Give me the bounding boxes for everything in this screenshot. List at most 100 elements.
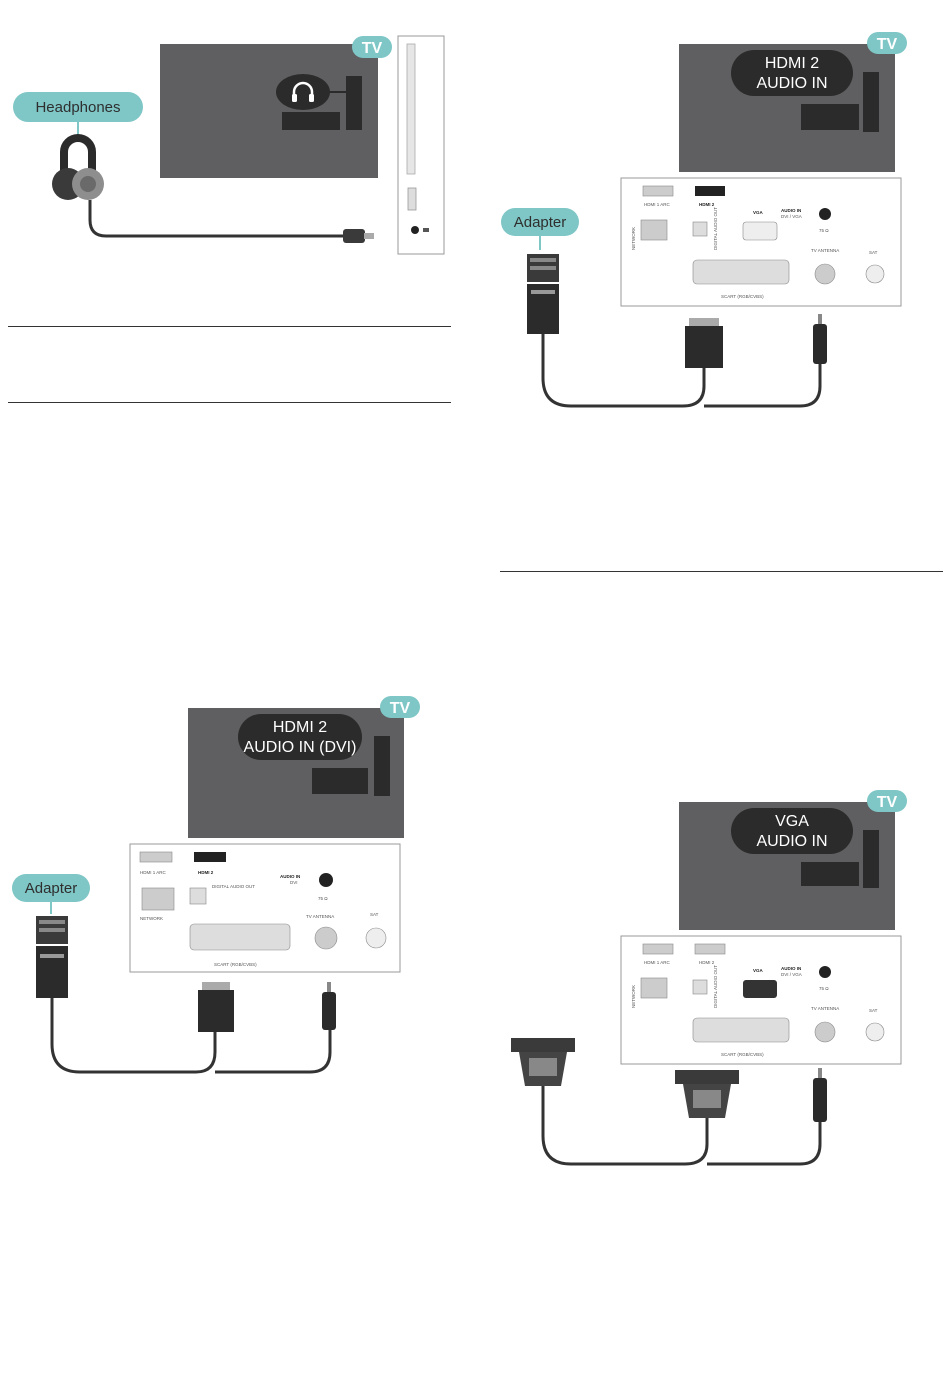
svg-text:AUDIO IN: AUDIO IN xyxy=(781,966,801,971)
adapter-cable xyxy=(50,998,217,1074)
network-port xyxy=(141,887,175,911)
audio-cable xyxy=(707,1122,822,1166)
port-label-bubble: HDMI 2 AUDIO IN (DVI) xyxy=(238,714,362,760)
svg-text:HDMI 1 ARC: HDMI 1 ARC xyxy=(644,960,671,965)
port-label-bubble: VGA AUDIO IN xyxy=(731,808,853,854)
svg-text:TV: TV xyxy=(877,36,898,53)
vga-audio-in-diagram: TV VGA AUDIO IN HDMI 1 ARC HDMI 2 NETWOR… xyxy=(511,790,907,1166)
tv-stand-bar xyxy=(801,104,859,130)
audio-plug xyxy=(813,314,827,364)
vga-port xyxy=(742,221,778,241)
adapter-label: Adapter xyxy=(12,874,90,914)
connector-panel: HDMI 1 ARC HDMI 2 NETWORK DIGITAL AUDIO … xyxy=(620,935,902,1065)
svg-text:75 Ω: 75 Ω xyxy=(819,986,829,991)
svg-text:DVI: DVI xyxy=(290,880,298,885)
tv-antenna-port xyxy=(314,926,338,950)
sat-port xyxy=(865,1022,885,1042)
svg-text:NETWORK: NETWORK xyxy=(631,985,636,1008)
svg-text:NETWORK: NETWORK xyxy=(631,227,636,250)
audio-plug xyxy=(813,1068,827,1122)
vga-plug-left xyxy=(511,1038,575,1086)
svg-text:TV: TV xyxy=(362,40,383,57)
headphones-icon xyxy=(292,81,314,98)
vga-port xyxy=(743,980,777,998)
sat-port xyxy=(365,927,387,949)
hdmi-plug xyxy=(198,982,234,1032)
digital-audio-port xyxy=(692,979,708,995)
tv-antenna-port xyxy=(814,263,836,285)
svg-text:HDMI 2: HDMI 2 xyxy=(699,202,715,207)
tv-badge: TV xyxy=(867,32,907,54)
sat-port xyxy=(865,264,885,284)
audio-plug xyxy=(322,982,336,1030)
tv-stand-bar xyxy=(801,862,859,886)
scart-port xyxy=(692,1017,790,1043)
hdmi2-port xyxy=(194,852,226,862)
vga-cable xyxy=(541,1086,709,1166)
svg-text:SCART (RGB/CVBS): SCART (RGB/CVBS) xyxy=(721,1052,764,1057)
svg-text:AUDIO IN: AUDIO IN xyxy=(781,208,801,213)
svg-text:HDMI 1 ARC: HDMI 1 ARC xyxy=(644,202,671,207)
dvi-adapter-plug xyxy=(36,916,68,998)
tv-stand-post xyxy=(863,830,879,888)
svg-text:AUDIO IN: AUDIO IN xyxy=(756,75,827,92)
adapter-cable xyxy=(541,334,706,408)
svg-text:Headphones: Headphones xyxy=(35,99,120,116)
scart-port xyxy=(189,923,291,951)
audio-cable xyxy=(704,364,822,408)
headphones-icon xyxy=(52,134,104,200)
svg-text:SAT: SAT xyxy=(370,912,379,917)
digital-audio-port xyxy=(189,887,207,905)
tv-badge: TV xyxy=(380,696,420,718)
hdmi2-port xyxy=(695,186,725,196)
svg-text:SAT: SAT xyxy=(869,1008,878,1013)
tv-stand-post xyxy=(374,736,390,796)
tv-badge: TV xyxy=(867,790,907,812)
svg-text:TV ANTENNA: TV ANTENNA xyxy=(811,1006,839,1011)
headphone-cable xyxy=(88,200,345,238)
network-port xyxy=(640,977,668,999)
svg-text:75 Ω: 75 Ω xyxy=(318,896,328,901)
digital-audio-port xyxy=(692,221,708,237)
svg-text:TV: TV xyxy=(877,794,898,811)
hdmi1-port xyxy=(139,851,173,863)
svg-text:TV: TV xyxy=(390,700,411,717)
port-label-bubble: HDMI 2 AUDIO IN xyxy=(731,50,853,96)
vga-plug-right xyxy=(675,1070,739,1118)
svg-text:AUDIO IN (DVI): AUDIO IN (DVI) xyxy=(244,739,357,756)
tv-body xyxy=(160,44,378,178)
headphone-port-bubble xyxy=(276,74,346,110)
connector-panel: HDMI 1 ARC HDMI 2 NETWORK DIGITAL AUDIO … xyxy=(129,843,401,973)
svg-text:75 Ω: 75 Ω xyxy=(819,228,829,233)
hdmi-audio-in-dvi-diagram: TV HDMI 2 AUDIO IN (DVI) HDMI 1 ARC HDMI… xyxy=(12,696,420,1074)
headphone-jack xyxy=(411,226,419,234)
headphones-label: Headphones xyxy=(13,92,143,136)
svg-text:VGA: VGA xyxy=(753,210,764,215)
svg-text:SCART (RGB/CVBS): SCART (RGB/CVBS) xyxy=(214,962,257,967)
headphones-connection-diagram: TV Headphones xyxy=(13,35,445,255)
svg-text:AUDIO IN: AUDIO IN xyxy=(280,874,300,879)
svg-text:DIGITAL AUDIO OUT: DIGITAL AUDIO OUT xyxy=(212,884,255,889)
svg-text:SCART (RGB/CVBS): SCART (RGB/CVBS) xyxy=(721,294,764,299)
svg-text:AUDIO IN: AUDIO IN xyxy=(756,833,827,850)
tv-side-panel xyxy=(397,35,445,255)
svg-text:SAT: SAT xyxy=(869,250,878,255)
tv-stand-bar xyxy=(282,112,340,130)
divider-rule xyxy=(500,571,943,572)
svg-text:DVI / VGA: DVI / VGA xyxy=(781,214,802,219)
svg-text:DIGITAL AUDIO OUT: DIGITAL AUDIO OUT xyxy=(713,965,718,1008)
dvi-adapter-plug xyxy=(527,254,559,334)
hdmi2-port xyxy=(694,943,726,955)
tv-badge: TV xyxy=(352,36,392,58)
svg-text:HDMI 2: HDMI 2 xyxy=(273,719,327,736)
audio-in-jack xyxy=(819,966,831,978)
svg-text:HDMI 2: HDMI 2 xyxy=(198,870,214,875)
svg-text:TV ANTENNA: TV ANTENNA xyxy=(811,248,839,253)
svg-text:DIGITAL AUDIO OUT: DIGITAL AUDIO OUT xyxy=(713,207,718,250)
audio-cable xyxy=(215,1030,332,1074)
svg-text:NETWORK: NETWORK xyxy=(140,916,163,921)
hdmi-audio-in-diagram: TV HDMI 2 AUDIO IN HDMI 1 ARC HDMI 2 NET… xyxy=(501,32,907,408)
svg-text:HDMI 2: HDMI 2 xyxy=(699,960,715,965)
audio-in-jack xyxy=(819,208,831,220)
svg-text:VGA: VGA xyxy=(775,813,809,830)
